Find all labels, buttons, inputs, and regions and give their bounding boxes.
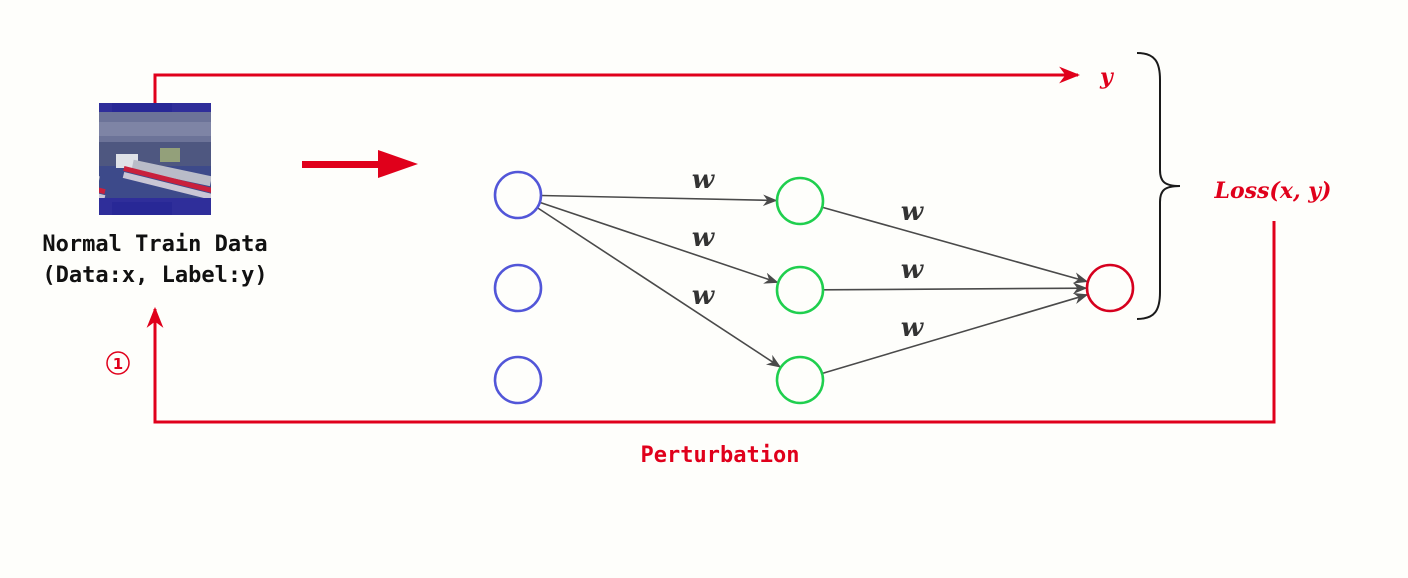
weight-label: w [901, 197, 925, 227]
output-node [1085, 263, 1135, 313]
perturbation-label: Perturbation [641, 443, 800, 468]
input-image-group [99, 103, 211, 215]
curly-brace [1136, 52, 1181, 320]
step-marker-number: 1 [113, 355, 123, 373]
ship-thumbnail-image [99, 103, 211, 215]
perturbation-path-arrow [146, 221, 1276, 424]
edge-input-0-to-hidden-1 [539, 201, 779, 284]
edge-hidden-2-to-output-0 [821, 292, 1089, 375]
edge-input-0-to-hidden-2 [536, 206, 782, 368]
forward-arrow [302, 150, 418, 178]
hidden-node [775, 355, 825, 405]
weight-label: w [901, 313, 925, 343]
label-path-arrow [153, 66, 1081, 103]
input-subtitle: (Data:x, Label:y) [42, 263, 267, 288]
edge-hidden-0-to-output-0 [821, 206, 1089, 284]
hidden-node [775, 176, 825, 226]
weight-label: w [692, 165, 716, 195]
edge-hidden-1-to-output-0 [822, 282, 1088, 294]
input-node [493, 263, 543, 313]
label-y: y [1099, 64, 1115, 90]
loss-label: Loss(x, y) [1214, 178, 1332, 204]
input-node [493, 355, 543, 405]
weight-label: w [692, 281, 716, 311]
step-marker: 1 [106, 351, 130, 375]
hidden-node [775, 265, 825, 315]
input-title: Normal Train Data [42, 232, 267, 257]
weight-label: w [692, 223, 716, 253]
step-marker-circle-icon [106, 351, 130, 375]
input-node [493, 170, 543, 220]
weight-label: w [901, 255, 925, 285]
edge-input-0-to-hidden-0 [540, 194, 778, 206]
network-nodes [493, 170, 1135, 405]
